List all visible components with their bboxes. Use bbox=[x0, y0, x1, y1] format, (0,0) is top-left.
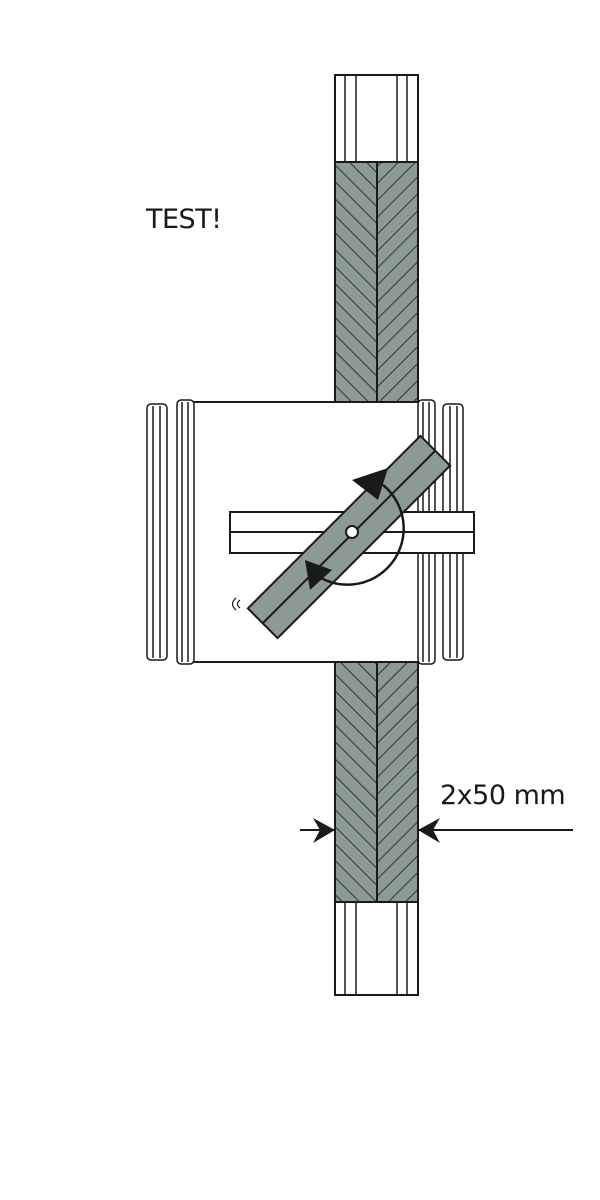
sound-mark-icon bbox=[231, 597, 241, 611]
insulation-bottom bbox=[334, 661, 419, 903]
dimension-label: 2x50 mm bbox=[440, 780, 566, 811]
dimension-line bbox=[300, 818, 573, 843]
insulation-top bbox=[334, 161, 419, 403]
left-flange bbox=[146, 399, 195, 665]
wall-top-section bbox=[334, 74, 419, 163]
rotation-arrow-icon bbox=[305, 468, 405, 590]
test-label: TEST! bbox=[146, 204, 222, 235]
wall-bottom-section bbox=[334, 901, 419, 996]
pivot-icon bbox=[345, 525, 359, 539]
